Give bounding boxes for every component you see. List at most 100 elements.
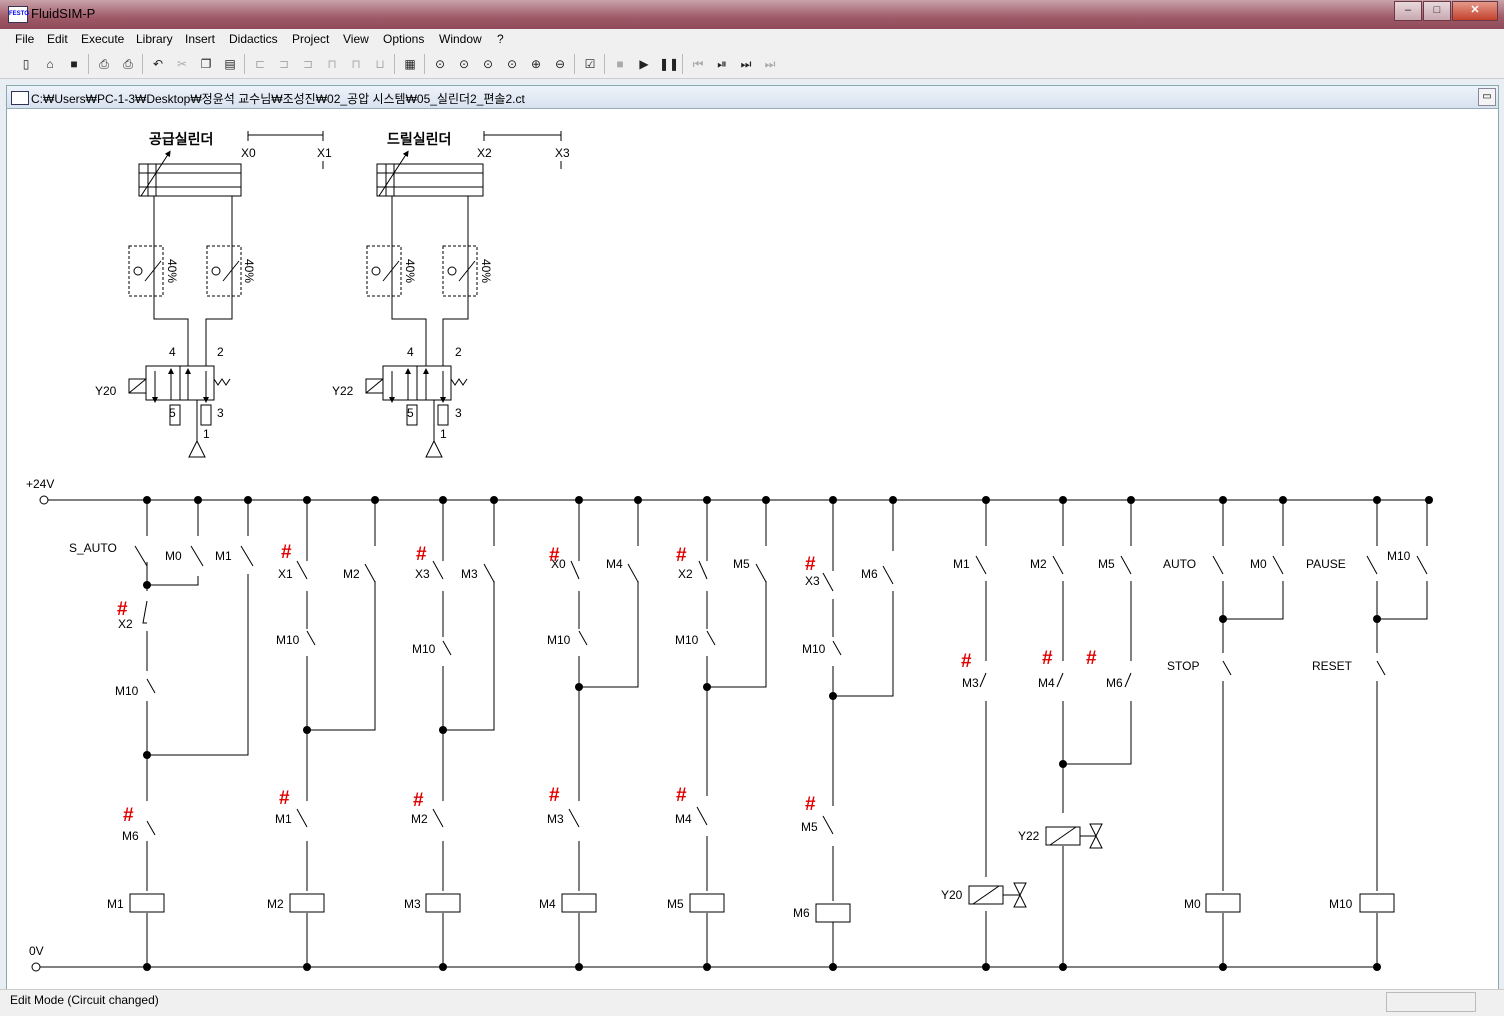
align-middle-icon[interactable]: ⊓ [351, 57, 361, 71]
menu-library[interactable]: Library [136, 32, 173, 46]
print-icon[interactable]: ⎙ [123, 57, 133, 71]
document-logo-icon [11, 91, 29, 105]
document-restore-button[interactable]: ▭ [1478, 88, 1496, 106]
maximize-button[interactable]: □ [1423, 1, 1451, 21]
coil-m2-label: M2 [267, 897, 284, 911]
contact-x2-label: X2 [118, 617, 133, 631]
open-folder-icon[interactable]: ⌂ [46, 57, 54, 71]
cut-icon[interactable]: ✂ [176, 57, 188, 71]
cylinder-2[interactable] [376, 131, 562, 197]
active-marker: # [676, 545, 687, 566]
sensor-x3-label: X3 [555, 146, 570, 160]
circuit-canvas[interactable]: 공급실린더 X0 X1 4 2 5 3 1 Y20 40% 40% 드릴실린더 … [7, 109, 1498, 989]
step-to-icon[interactable]: ⏭ [740, 57, 752, 71]
coil-m1-label: M1 [107, 897, 124, 911]
contact-m6-f-label: M6 [861, 567, 878, 581]
align-right-icon[interactable]: ⊐ [302, 57, 314, 71]
menu-window[interactable]: Window [439, 32, 482, 46]
menu-didactics[interactable]: Didactics [229, 32, 278, 46]
contact-x2-e-label: X2 [678, 567, 693, 581]
grid-icon[interactable]: ▦ [404, 57, 416, 71]
active-marker: # [805, 794, 816, 815]
throttle-valve-2b[interactable] [442, 245, 478, 297]
menu-options[interactable]: Options [383, 32, 425, 46]
zoom-in-icon[interactable]: ⊕ [530, 57, 542, 71]
relay-coil-m4[interactable] [561, 893, 597, 913]
play-icon[interactable]: ▶ [639, 57, 649, 71]
copy-icon[interactable]: ❐ [200, 57, 212, 71]
menu-edit[interactable]: Edit [47, 32, 68, 46]
menu-view[interactable]: View [343, 32, 369, 46]
menu-file[interactable]: File [15, 32, 35, 46]
valve-5-2-1[interactable] [128, 365, 231, 458]
port-4-label-2: 4 [407, 345, 414, 359]
menu-project[interactable]: Project [292, 32, 330, 46]
single-step-icon[interactable]: ⏯ [717, 57, 727, 71]
auto-button-label: AUTO [1163, 557, 1196, 571]
port-3-label-2: 3 [455, 406, 462, 420]
save-icon[interactable]: ■ [70, 57, 78, 71]
stop-icon[interactable]: ■ [616, 57, 624, 71]
pause-icon[interactable]: ❚❚ [659, 57, 680, 71]
throttle-valve-1a[interactable] [128, 245, 164, 297]
new-file-icon[interactable]: ▯ [22, 57, 30, 71]
port-5-label-2: 5 [407, 406, 414, 420]
coil-m10-label: M10 [1329, 897, 1353, 911]
relay-coil-m3[interactable] [425, 893, 461, 913]
relay-coil-m0[interactable] [1205, 893, 1241, 913]
menu-execute[interactable]: Execute [81, 32, 125, 46]
close-button[interactable]: ✕ [1452, 1, 1498, 21]
cylinder-1-label: 공급실린더 [149, 131, 213, 147]
cylinder-1[interactable] [138, 131, 324, 197]
active-marker: # [279, 788, 290, 809]
throttle-valve-2a[interactable] [366, 245, 402, 297]
contact-m1-b-label: M1 [275, 812, 292, 826]
reset-icon[interactable]: ⏮ [692, 57, 704, 71]
contact-m4-e-label: M4 [675, 812, 692, 826]
contact-m10-label: M10 [115, 684, 139, 698]
relay-coil-m5[interactable] [689, 893, 725, 913]
active-marker: # [416, 544, 427, 565]
active-marker: # [961, 651, 972, 672]
menu-insert[interactable]: Insert [185, 32, 216, 46]
zoom-circuit-icon[interactable]: ⊙ [458, 57, 470, 71]
relay-coil-m10[interactable] [1359, 893, 1395, 913]
active-marker: # [123, 805, 134, 826]
print-preview-icon[interactable]: ⎙ [99, 57, 109, 71]
check-drawing-icon[interactable]: ☑ [584, 57, 596, 71]
relay-coil-m2[interactable] [289, 893, 325, 913]
contact-m6-h-label: M6 [1106, 676, 1123, 690]
align-center-icon[interactable]: ⊐ [278, 57, 290, 71]
align-bottom-icon[interactable]: ⊔ [375, 57, 385, 71]
fast-forward-icon[interactable]: ⏭ [764, 57, 776, 71]
port-3-label-1: 3 [217, 406, 224, 420]
supply-negative-label: 0V [29, 944, 44, 958]
pause-button-label: PAUSE [1306, 557, 1346, 571]
zoom-out-icon[interactable]: ⊖ [554, 57, 566, 71]
undo-icon[interactable]: ↶ [152, 57, 164, 71]
zoom-actual-icon[interactable]: ⊙ [434, 57, 446, 71]
port-2-label-2: 2 [455, 345, 462, 359]
paste-icon[interactable]: ▤ [224, 57, 236, 71]
contact-m10-e-label: M10 [675, 633, 699, 647]
align-top-icon[interactable]: ⊓ [327, 57, 337, 71]
port-5-label-1: 5 [169, 406, 176, 420]
active-marker: # [549, 785, 560, 806]
document-title: C:₩Users₩PC-1-3₩Desktop₩정윤석 교수님₩조성진₩02_공… [31, 92, 525, 106]
active-marker: # [805, 554, 816, 575]
minimize-button[interactable]: ‒ [1394, 1, 1422, 21]
valve-5-2-2[interactable] [365, 365, 468, 458]
align-left-icon[interactable]: ⊏ [254, 57, 266, 71]
sensor-x0-label: X0 [241, 146, 256, 160]
throttle-valve-1b[interactable] [206, 245, 242, 297]
zoom-window-icon[interactable]: ⊙ [482, 57, 494, 71]
zoom-previous-icon[interactable]: ⊙ [506, 57, 518, 71]
menu-help[interactable]: ? [497, 32, 504, 46]
active-marker: # [413, 790, 424, 811]
relay-coil-m6[interactable] [815, 903, 851, 923]
valve-y22-label: Y22 [332, 384, 354, 398]
sensor-x2-label: X2 [477, 146, 492, 160]
relay-coil-m1[interactable] [129, 893, 165, 913]
contact-m5-f-label: M5 [801, 820, 818, 834]
contact-m10-c-label: M10 [412, 642, 436, 656]
